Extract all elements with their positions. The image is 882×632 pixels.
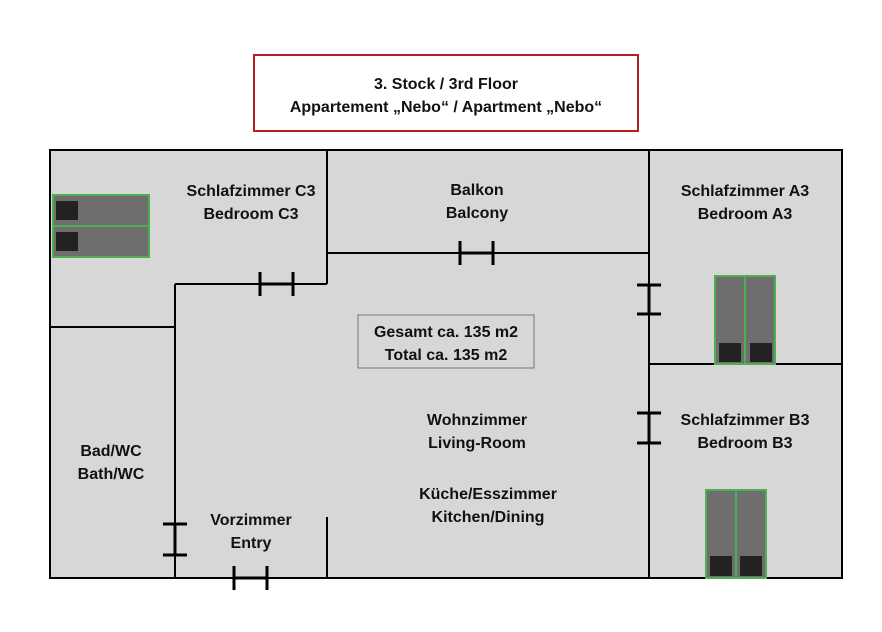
- room-living-de: Wohnzimmer: [427, 412, 527, 429]
- room-bedroom-c3-de: Schlafzimmer C3: [187, 183, 316, 200]
- room-bedroom-a3-de: Schlafzimmer A3: [681, 183, 809, 200]
- room-bedroom-a3-en: Bedroom A3: [698, 206, 793, 223]
- room-balcony-en: Balcony: [446, 205, 508, 222]
- room-entry-de: Vorzimmer: [210, 512, 292, 529]
- door-bedroom-b3: [637, 411, 661, 445]
- bed-c3: [52, 194, 150, 258]
- area-box: [357, 314, 535, 369]
- title-line-2: Appartement „Nebo“ / Apartment „Nebo“: [290, 99, 602, 116]
- area-line-1: Gesamt ca. 135 m2: [374, 324, 518, 341]
- pillow: [56, 232, 78, 251]
- bed-b3: [705, 489, 767, 579]
- pillow: [710, 556, 732, 576]
- room-kitchen-en: Kitchen/Dining: [432, 509, 545, 526]
- room-bath-en: Bath/WC: [78, 466, 145, 483]
- bed-a3: [714, 275, 776, 365]
- area-line-2: Total ca. 135 m2: [385, 347, 508, 364]
- room-bedroom-c3-en: Bedroom C3: [203, 206, 298, 223]
- pillow: [719, 343, 741, 362]
- interior-walls: [50, 150, 842, 578]
- room-bath-de: Bad/WC: [80, 443, 142, 460]
- door-entrance: [232, 566, 269, 590]
- pillow: [740, 556, 762, 576]
- room-kitchen-de: Küche/Esszimmer: [419, 486, 557, 503]
- room-bedroom-b3-de: Schlafzimmer B3: [681, 412, 810, 429]
- title-box: [253, 54, 639, 132]
- door-bedroom-a3: [637, 283, 661, 316]
- pillow: [56, 201, 78, 220]
- room-bedroom-b3-en: Bedroom B3: [697, 435, 792, 452]
- title-line-1: 3. Stock / 3rd Floor: [374, 76, 518, 93]
- door-balcony: [458, 241, 495, 265]
- room-balcony-de: Balkon: [450, 182, 503, 199]
- door-bath: [163, 522, 187, 557]
- door-bedroom-c3: [258, 272, 295, 296]
- room-living-en: Living-Room: [428, 435, 526, 452]
- room-entry-en: Entry: [231, 535, 272, 552]
- pillow: [750, 343, 772, 362]
